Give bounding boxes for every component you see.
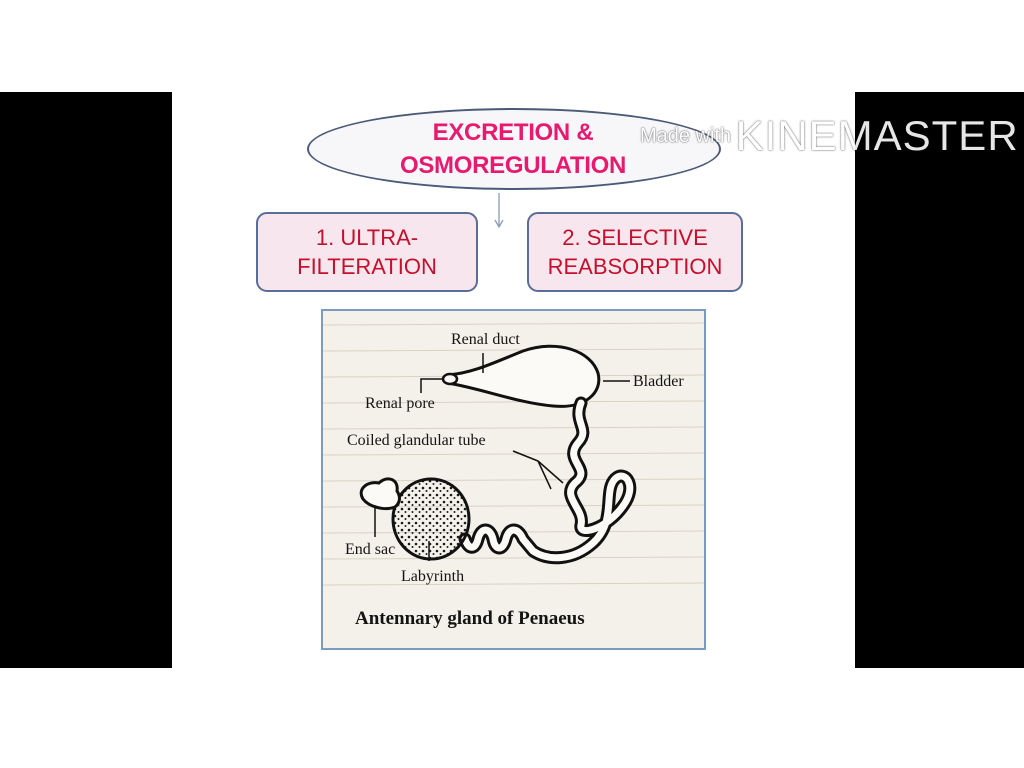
- background-texture: [323, 322, 704, 586]
- box-1-line-2: FILTERATION: [297, 254, 437, 279]
- labyrinth-shape: [391, 477, 471, 561]
- renal-pore-shape: [441, 372, 459, 386]
- title-line-2: OSMOREGULATION: [399, 152, 626, 179]
- antennary-gland-figure: Renal duct Bladder Renal pore Coiled gla…: [321, 309, 706, 650]
- label-bladder: Bladder: [633, 373, 684, 390]
- letterbox-right: [855, 92, 1024, 668]
- label-renal-pore: Renal pore: [365, 395, 435, 412]
- down-arrow-icon: [494, 193, 504, 229]
- box-2-line-1: 2. SELECTIVE: [562, 225, 708, 250]
- leader-lines: [374, 353, 630, 561]
- label-end-sac: End sac: [345, 541, 395, 558]
- label-renal-duct: Renal duct: [451, 331, 520, 348]
- letterbox-left: [0, 92, 172, 668]
- watermark-made-with: Made with: [640, 124, 732, 147]
- figure-caption: Antennary gland of Penaeus: [355, 608, 585, 629]
- label-coiled-glandular-tube: Coiled glandular tube: [347, 432, 486, 449]
- renal-duct-shape: [446, 344, 601, 408]
- box-1-line-1: 1. ULTRA-: [315, 225, 419, 250]
- selective-reabsorption-box: 2. SELECTIVE REABSORPTION: [527, 212, 743, 292]
- title-line-1: EXCRETION &: [432, 119, 594, 146]
- end-sac-shape: [359, 477, 401, 511]
- kinemaster-watermark: Made with KINEMASTER: [640, 112, 1020, 168]
- slide-title: EXCRETION & OSMOREGULATION: [360, 116, 666, 182]
- box-2-line-2: REABSORPTION: [547, 254, 723, 279]
- watermark-brand: KINEMASTER: [735, 112, 1019, 159]
- label-labyrinth: Labyrinth: [401, 568, 464, 585]
- title-ellipse: [307, 108, 721, 190]
- ultrafiltration-box: 1. ULTRA- FILTERATION: [256, 212, 478, 292]
- coiled-glandular-tube: [458, 396, 637, 565]
- antennary-gland-diagram: Renal duct Bladder Renal pore Coiled gla…: [323, 322, 704, 629]
